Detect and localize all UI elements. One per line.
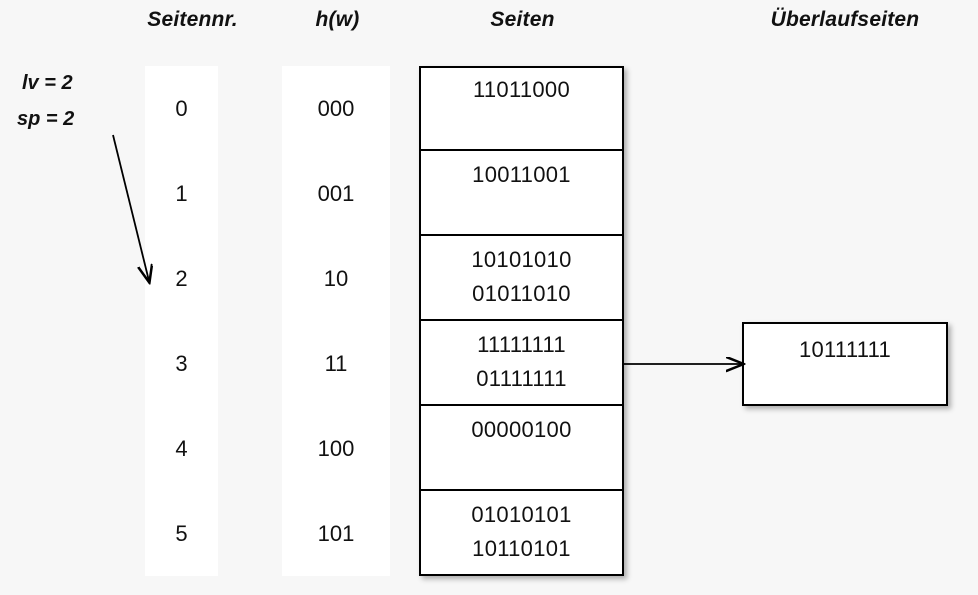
seiten-entry: 01111111 <box>476 366 567 391</box>
seiten-entry: 01010101 <box>471 502 572 527</box>
hw-cell: 100 <box>317 435 355 461</box>
seiten-entry: 11111111 <box>477 332 566 357</box>
pointer-arrow <box>112 134 149 281</box>
seitennr-cell: 2 <box>175 265 188 291</box>
overflow-entry: 10111111 <box>798 337 892 362</box>
seiten-page-row: 11011000 <box>421 66 622 151</box>
column-header-hw: h(w) <box>315 8 360 31</box>
seitennr-cell: 3 <box>175 350 188 376</box>
seiten-page-row: 01010101 10110101 <box>421 491 622 576</box>
seiten-page-row: 11111111 01111111 <box>421 321 622 406</box>
param-sp: sp = 2 <box>17 108 75 130</box>
hw-column: 000 001 10 11 100 101 <box>282 66 390 576</box>
seitennr-cell: 1 <box>175 180 188 206</box>
seitennr-column: 0 1 2 3 4 5 <box>145 66 218 576</box>
seiten-page-row: 10101010 01011010 <box>421 236 622 321</box>
column-header-seitennr: Seitennr. <box>147 8 238 31</box>
seitennr-cell: 4 <box>175 435 188 461</box>
column-header-ueberlaufseiten: Überlaufseiten <box>770 8 920 31</box>
hw-cell: 001 <box>317 180 355 206</box>
seiten-entry: 11011000 <box>472 77 571 102</box>
param-lv: lv = 2 <box>22 72 73 94</box>
hw-cell: 101 <box>317 520 355 546</box>
seiten-page-row: 10011001 <box>421 151 622 236</box>
hw-cell: 11 <box>324 350 348 376</box>
seiten-entry: 10101010 <box>471 247 572 272</box>
seitennr-cell: 0 <box>175 95 188 121</box>
seitennr-cell: 5 <box>175 520 188 546</box>
seiten-page-row: 00000100 <box>421 406 622 491</box>
overflow-page-box: 10111111 <box>742 322 948 406</box>
hw-cell: 10 <box>323 265 349 291</box>
seiten-entry: 10011001 <box>472 162 571 187</box>
hw-cell: 000 <box>317 95 355 121</box>
column-header-seiten: Seiten <box>490 8 555 31</box>
seiten-entry: 01011010 <box>472 281 571 306</box>
seiten-entry: 00000100 <box>471 417 572 442</box>
seiten-table: 11011000 10011001 10101010 01011010 11111111… <box>419 66 624 576</box>
seiten-entry: 10110101 <box>472 536 571 561</box>
